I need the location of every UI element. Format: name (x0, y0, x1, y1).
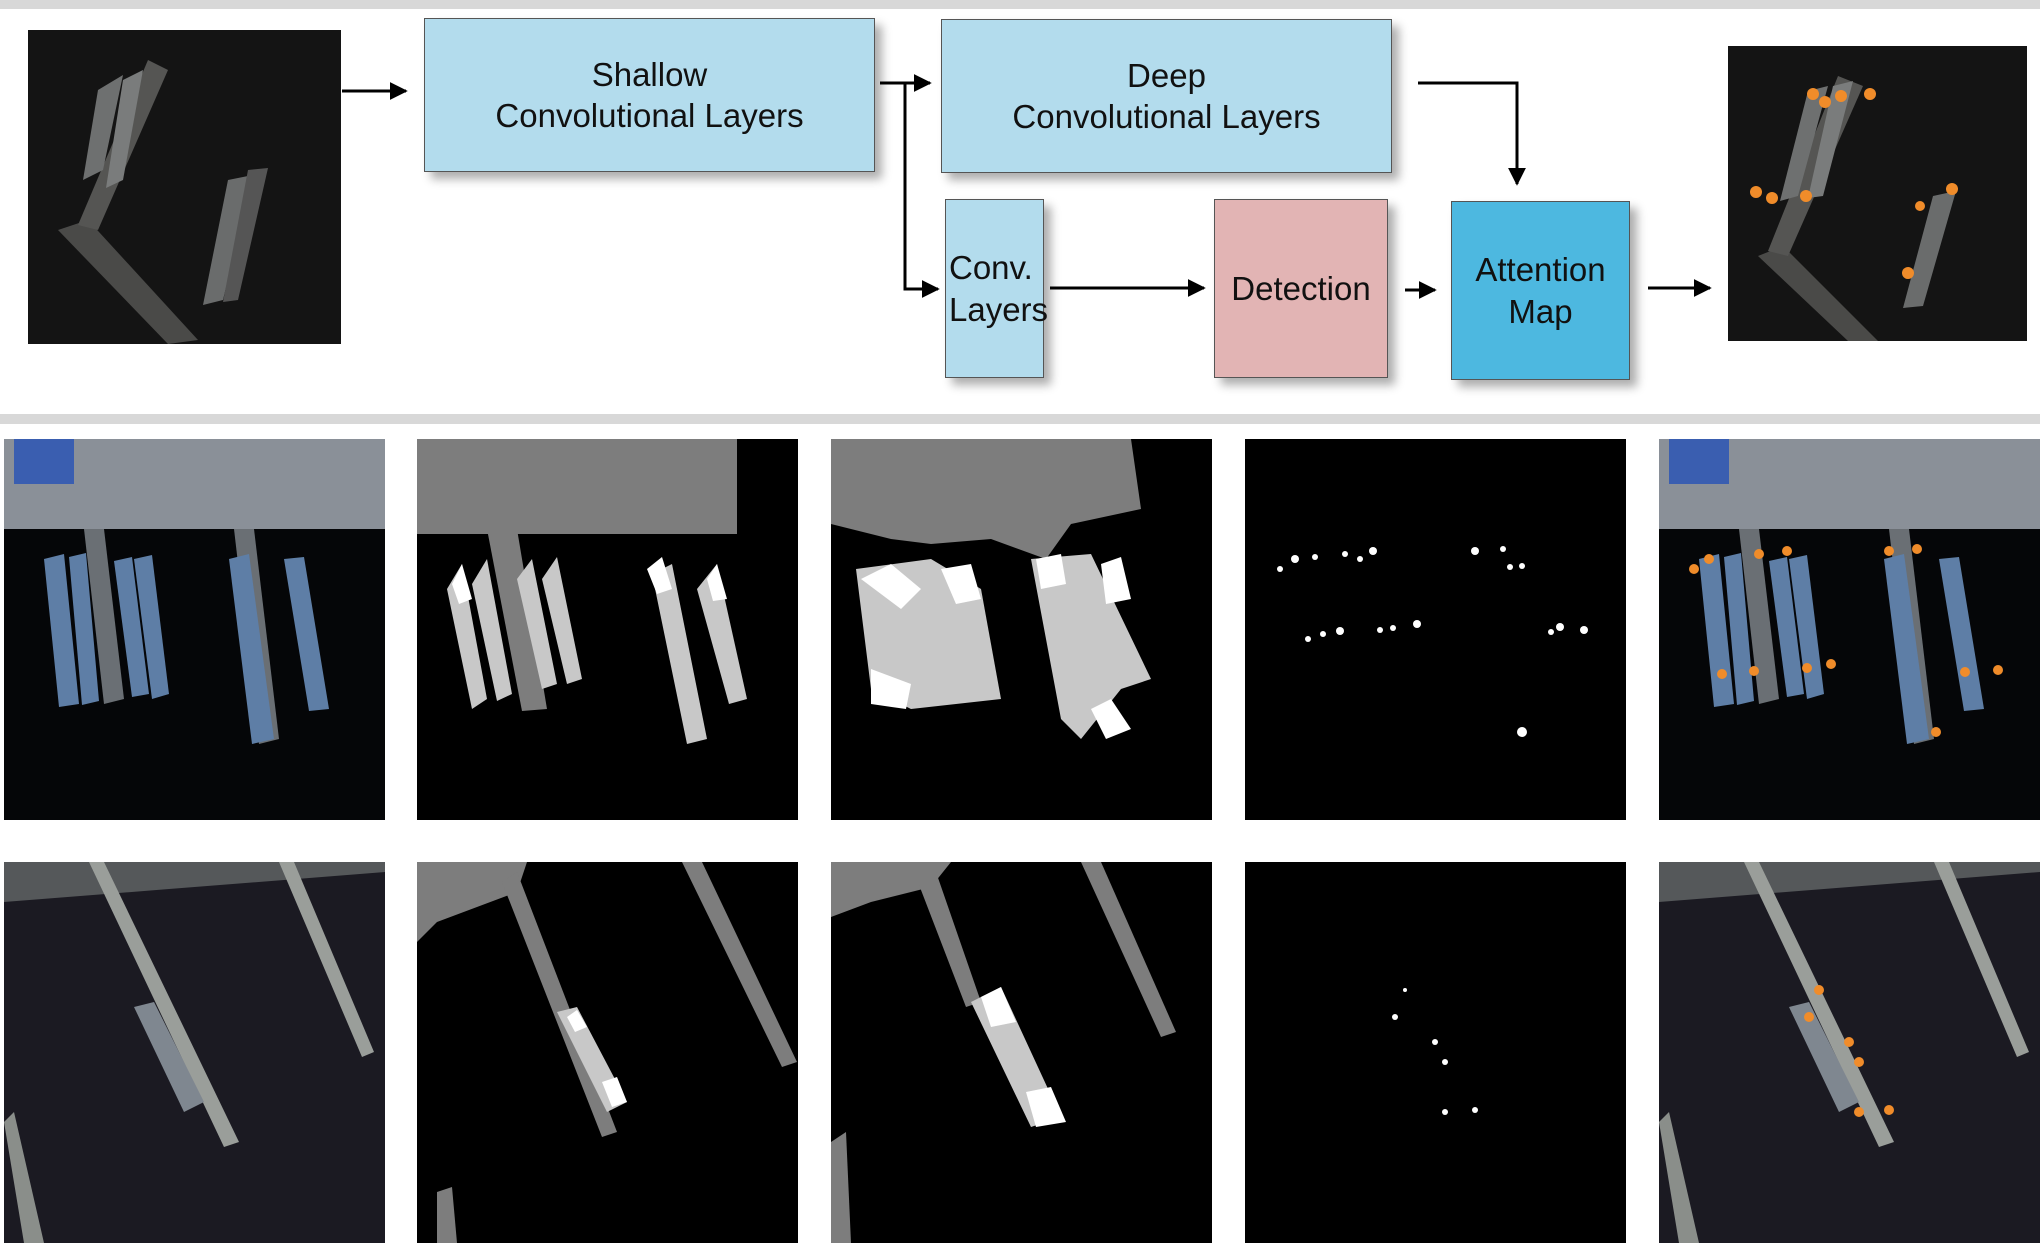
flow-arrows (342, 74, 1712, 299)
detection-label: Detection (1231, 269, 1371, 307)
conv-layers-box: Conv. Layers (945, 199, 1048, 378)
conv-layers-label: Conv. Layers (949, 249, 1049, 328)
output-keypoints-image (1728, 46, 2027, 341)
deep-conv-layers-box: Deep Convolutional Layers (941, 19, 1392, 173)
shallow-conv-layers-box: Shallow Convolutional Layers (424, 18, 875, 172)
row1-output-keypoints (1659, 439, 2040, 820)
deep-conv-label: Deep Convolutional Layers (1012, 56, 1321, 135)
input-satellite-image (28, 30, 341, 344)
pipeline-diagram: Shallow Convolutional Layers Deep Convol… (0, 9, 2040, 414)
row2-output-keypoints (1659, 862, 2040, 1243)
row2-keypoint-detection-map (1245, 862, 1626, 1243)
detection-box: Detection (1214, 199, 1388, 378)
results-grid (0, 424, 2040, 1248)
row1-deep-segmentation-map (831, 439, 1212, 820)
row1-input-image (4, 439, 385, 820)
row1-keypoint-detection-map (1245, 439, 1626, 820)
row2-deep-segmentation-map (831, 862, 1212, 1243)
shallow-conv-label: Shallow Convolutional Layers (495, 55, 804, 134)
row1-shallow-segmentation-map (417, 439, 798, 820)
attention-map-box: Attention Map (1451, 201, 1630, 380)
row2-input-image (4, 862, 385, 1243)
row2-shallow-segmentation-map (417, 862, 798, 1243)
attention-map-label: Attention Map (1475, 251, 1606, 330)
